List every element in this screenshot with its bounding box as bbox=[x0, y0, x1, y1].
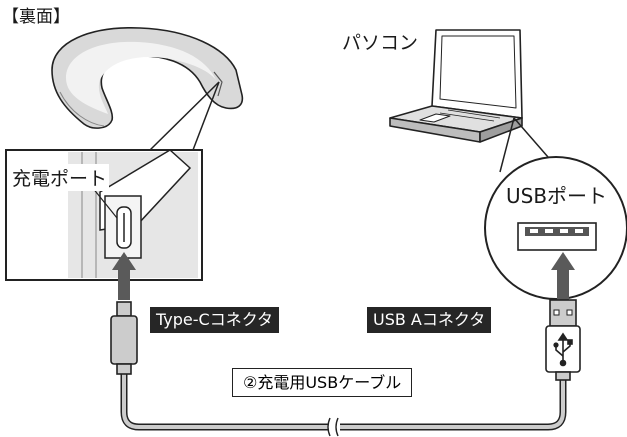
neckband-earphone-icon bbox=[51, 27, 244, 129]
usb-port-callout bbox=[484, 156, 627, 300]
arrow-up-icon bbox=[112, 252, 575, 300]
type-c-connector-label: Type-Cコネクタ bbox=[150, 307, 280, 333]
laptop-icon bbox=[389, 29, 523, 143]
back-side-label: 【裏面】 bbox=[2, 7, 70, 27]
usb-a-connector-label: USB Aコネクタ bbox=[367, 307, 492, 333]
usb-cable-label: ②充電用USBケーブル bbox=[232, 368, 413, 397]
charge-port-label: 充電ポート bbox=[10, 164, 110, 191]
cable-break-icon bbox=[327, 417, 340, 437]
pc-label: パソコン bbox=[342, 32, 419, 54]
usb-port-label: USBポート bbox=[506, 184, 608, 208]
usb-cable bbox=[120, 372, 567, 431]
usb-c-plug-icon bbox=[110, 301, 138, 375]
laptop-callout-lines bbox=[499, 117, 549, 173]
earphone-callout-lines bbox=[149, 81, 220, 151]
usb-symbol-icon bbox=[553, 332, 573, 367]
